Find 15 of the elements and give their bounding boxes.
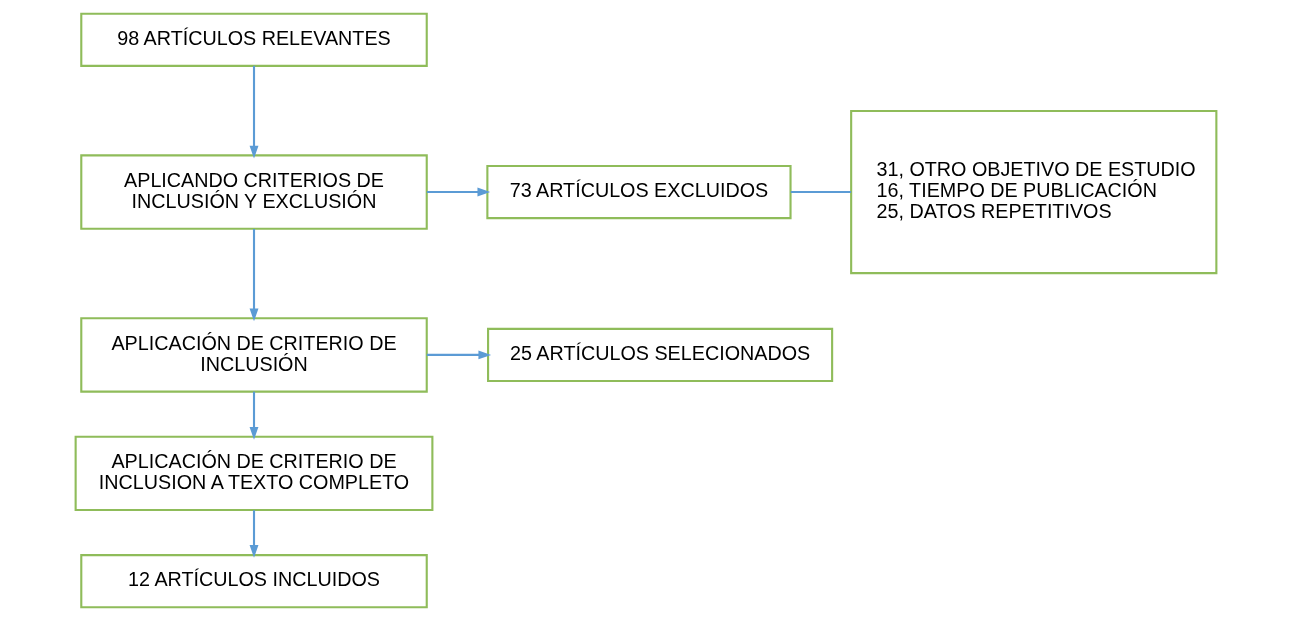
arrow	[249, 65, 258, 159]
arrow	[249, 229, 258, 322]
node-box: 12 ARTÍCULOS INCLUIDOS	[79, 554, 428, 609]
arrow	[249, 510, 258, 558]
arrow	[426, 350, 491, 360]
connector	[790, 191, 851, 194]
node-box: 98 ARTÍCULOS RELEVANTES	[79, 12, 428, 67]
arrow	[426, 187, 490, 197]
arrow	[249, 391, 258, 440]
node-box: 73 ARTÍCULOS EXCLUIDOS	[485, 164, 792, 220]
node-box: 25 ARTÍCULOS SELECIONADOS	[486, 327, 833, 383]
node-box: 31, OTRO OBJETIVO DE ESTUDIO 16, TIEMPO DE PUBLICACIÓN 25, DATOS REPETITIVOS	[849, 109, 1217, 275]
node-box: APLICACIÓN DE CRITERIO DE INCLUSIÓN	[79, 317, 428, 393]
node-box: APLICACIÓN DE CRITERIO DE INCLUSION A TEXTO COMPLETO	[74, 435, 433, 512]
node-box: APLICANDO CRITERIOS DE INCLUSIÓN Y EXCLUSIÓN	[79, 154, 428, 230]
